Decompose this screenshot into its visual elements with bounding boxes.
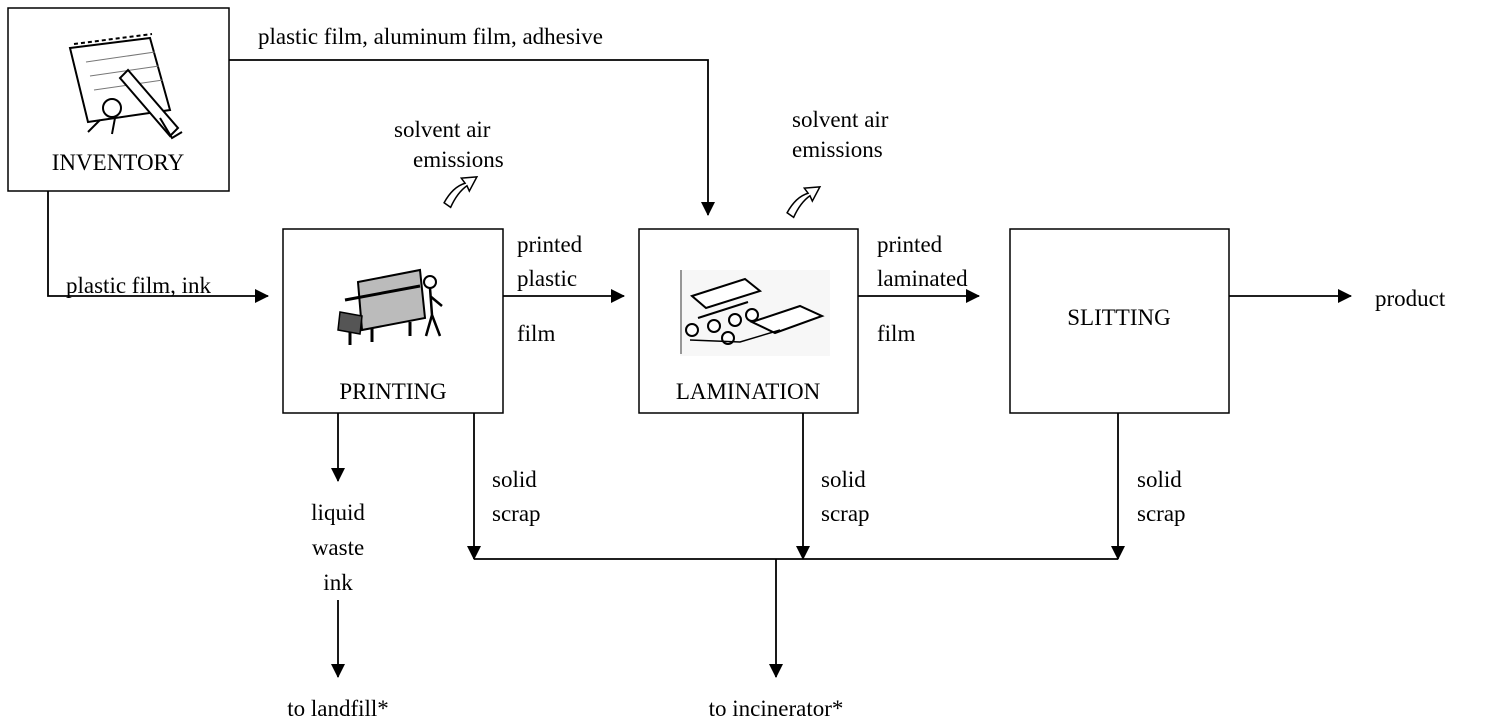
inventory-to-printing-arrow [47,191,269,303]
lamination-output-label-1: printed [877,232,943,257]
lamination-emissions-label-2: emissions [792,137,883,162]
printing-scrap-label-1: solid [492,467,537,492]
printing-scrap-label-2: scrap [492,501,541,526]
slitting-title: SLITTING [1067,305,1171,330]
incinerator-label: to incinerator* [708,696,844,721]
landfill-label: to landfill* [287,696,389,721]
liquid-waste-label-2: waste [311,535,365,560]
curved-arrow-up-icon [786,185,822,219]
conveyor-rollers-icon [680,270,830,356]
product-label: product [1375,286,1446,311]
printing-emissions-label-1: solvent air [394,117,491,142]
notepad-pencil-icon [68,33,183,140]
lamination-output-label-3: film [877,321,916,346]
liquid-waste-label-3: ink [323,570,353,595]
printing-output-label-2: plastic [517,266,578,291]
inventory-to-lamination-label: plastic film, aluminum film, adhesive [258,24,603,49]
lamination-title: LAMINATION [675,379,821,404]
curved-arrow-up-icon [443,175,479,209]
printing-press-icon [337,268,443,345]
lamination-scrap-label-2: scrap [821,501,870,526]
printing-output-label-1: printed [517,232,583,257]
lamination-output-label-2: laminated [877,266,968,291]
inventory-to-lamination-arrow [229,59,715,216]
printing-title: PRINTING [339,379,447,404]
slitting-scrap-label-2: scrap [1137,501,1186,526]
slitting-box [1009,228,1230,414]
lamination-scrap-label-1: solid [821,467,866,492]
lamination-emissions-label-1: solvent air [792,107,889,132]
inventory-title: INVENTORY [51,150,185,175]
liquid-waste-label-1: liquid [311,500,365,525]
printing-emissions-label-2: emissions [413,147,504,172]
printing-output-label-3: film [517,321,556,346]
inventory-to-printing-label: plastic film, ink [66,273,212,298]
slitting-scrap-label-1: solid [1137,467,1182,492]
